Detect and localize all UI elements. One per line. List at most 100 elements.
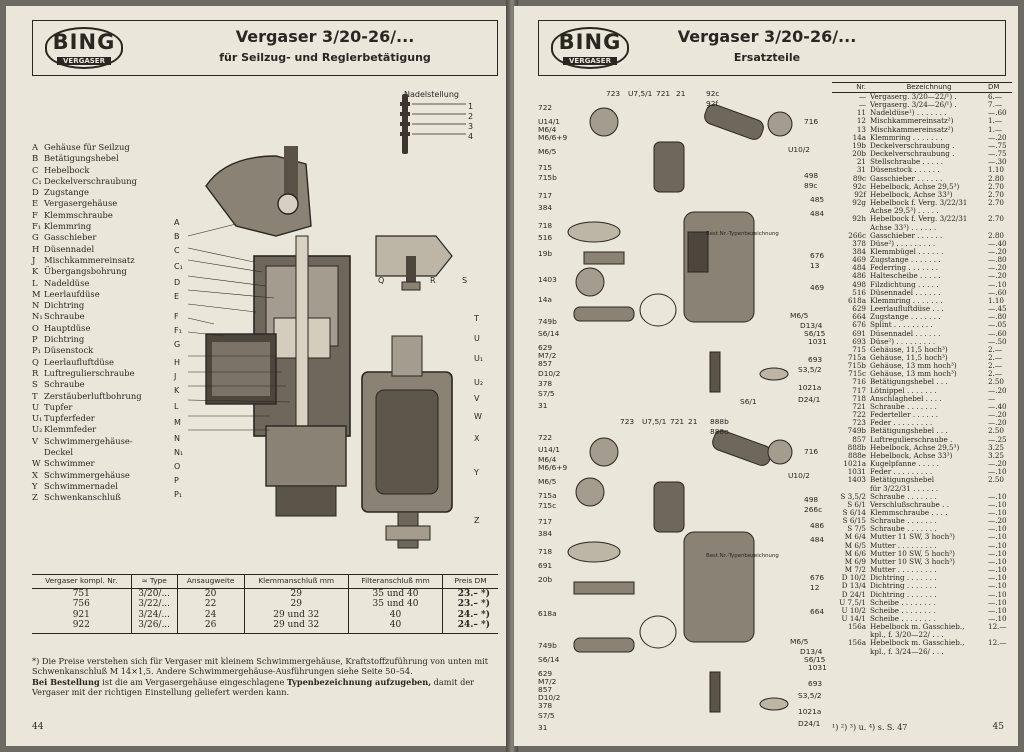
legend-text: Tupfer bbox=[44, 401, 73, 412]
legend-key: R bbox=[32, 367, 39, 378]
part-description: Hebelbock f. Verg. 3/22/31 bbox=[870, 199, 968, 208]
legend-text: Schraube bbox=[44, 311, 85, 322]
part-description: Splint . . . . . . . . . bbox=[870, 321, 933, 330]
legend-key: G bbox=[32, 232, 39, 243]
part-callout: M6/5 bbox=[790, 637, 809, 646]
legend-text: Zerstäuberluftbohrung bbox=[44, 390, 142, 401]
part-description: Kugelpfanne . . . . . bbox=[870, 460, 939, 469]
part-callout: 749b bbox=[538, 317, 557, 326]
part-number: 92f bbox=[854, 189, 866, 199]
part-number: U 14/1 bbox=[841, 614, 866, 623]
part-callout: 31 bbox=[538, 401, 548, 410]
table-cell: 20 bbox=[176, 588, 245, 599]
part-callout: 21 bbox=[676, 89, 686, 98]
part-number: M 6/4 bbox=[844, 532, 866, 542]
part-callout: S6/15 bbox=[804, 329, 826, 338]
notes: *) Die Preise verstehen sich für Vergase… bbox=[32, 656, 498, 698]
part-number: 721 bbox=[852, 401, 866, 411]
legend-text: Schraube bbox=[44, 379, 85, 390]
part-callout: Best.Nr.-Typenbezeichnung bbox=[706, 553, 779, 559]
legend-key: T bbox=[32, 390, 38, 401]
part-description: Lötnippel . . . . . . . bbox=[870, 386, 937, 395]
part-price: —.75 bbox=[988, 140, 1007, 150]
part-callout: 20b bbox=[538, 575, 553, 584]
part-price: —.60 bbox=[988, 108, 1007, 118]
table-cell: 24 bbox=[176, 609, 245, 620]
part-callout: 857 bbox=[538, 685, 553, 694]
part-number: S 6/14 bbox=[842, 507, 866, 517]
part-callout: M6/6+9 bbox=[538, 133, 568, 142]
part-description: kpl., f. 3/20—22/ . . . bbox=[870, 631, 944, 640]
part-callout: 384 bbox=[538, 203, 553, 212]
legend-key: O bbox=[32, 322, 39, 333]
part-description: Dichtring . . . . . . . bbox=[870, 590, 937, 599]
part-price: —.05 bbox=[988, 320, 1007, 330]
part-callout: 13 bbox=[810, 261, 820, 270]
order-note: Bei Bestellung ist die am Vergasergehäus… bbox=[32, 676, 475, 698]
part-description: Zugstange . . . . . . . bbox=[870, 256, 941, 265]
part-price: —.50 bbox=[988, 336, 1007, 346]
callout-label: S bbox=[462, 276, 468, 285]
callout-label: B bbox=[174, 232, 180, 241]
part-price bbox=[988, 648, 1012, 656]
part-description: Mischkammereinsatz²) bbox=[870, 125, 954, 134]
part-number: 749b bbox=[847, 426, 866, 436]
part-description: Schraube . . . . . . . bbox=[870, 525, 937, 534]
part-number: 92g bbox=[852, 198, 866, 208]
legend-text: Leerlaufluftdüse bbox=[44, 356, 114, 367]
table-cell: 23.– *) bbox=[442, 599, 498, 610]
part-callout: 378 bbox=[538, 379, 553, 388]
table-cell: 35 und 40 bbox=[347, 599, 443, 610]
callout-label: F₁ bbox=[174, 326, 182, 335]
part-description: Düsenstock . . . . . . bbox=[870, 166, 940, 175]
part-callout: M6/5 bbox=[790, 311, 809, 320]
part-callout: 19b bbox=[538, 249, 553, 258]
part-callout: 384 bbox=[538, 529, 553, 538]
part-number: 266c bbox=[848, 230, 866, 240]
part-callout: 266c bbox=[804, 505, 823, 514]
legend-key: M bbox=[32, 288, 41, 299]
part-description: Deckelverschraubung . bbox=[870, 141, 955, 150]
part-number: S 6/15 bbox=[842, 516, 866, 526]
table-header: ≃ Type bbox=[130, 574, 178, 589]
part-number: 92c bbox=[852, 181, 866, 191]
part-description: Vergaserg. 3/20—22/¹) . bbox=[870, 93, 957, 101]
legend-text: Schwimmergehäuse- bbox=[44, 435, 133, 446]
part-callout: 89c bbox=[804, 181, 818, 190]
page-title: Vergaser 3/20-26/... bbox=[677, 27, 857, 46]
part-description: Anschlaghebel . . . . bbox=[870, 394, 942, 403]
part-price: —.30 bbox=[988, 157, 1007, 167]
legend-text: Vergasergehäuse bbox=[44, 198, 118, 209]
callout-label: G bbox=[174, 340, 181, 349]
table-cell: 40 bbox=[347, 620, 443, 634]
part-price: 2.— bbox=[988, 361, 1003, 371]
part-price: — bbox=[988, 393, 996, 403]
part-price: 2.70 bbox=[988, 189, 1005, 199]
part-price: —.20 bbox=[988, 410, 1007, 420]
part-price: —.60 bbox=[988, 287, 1007, 297]
part-description: Gasschieber . . . . . . bbox=[870, 231, 943, 240]
part-description: Gehäuse, 13 mm hoch³) bbox=[870, 370, 957, 379]
part-callout: D10/2 bbox=[538, 369, 561, 378]
